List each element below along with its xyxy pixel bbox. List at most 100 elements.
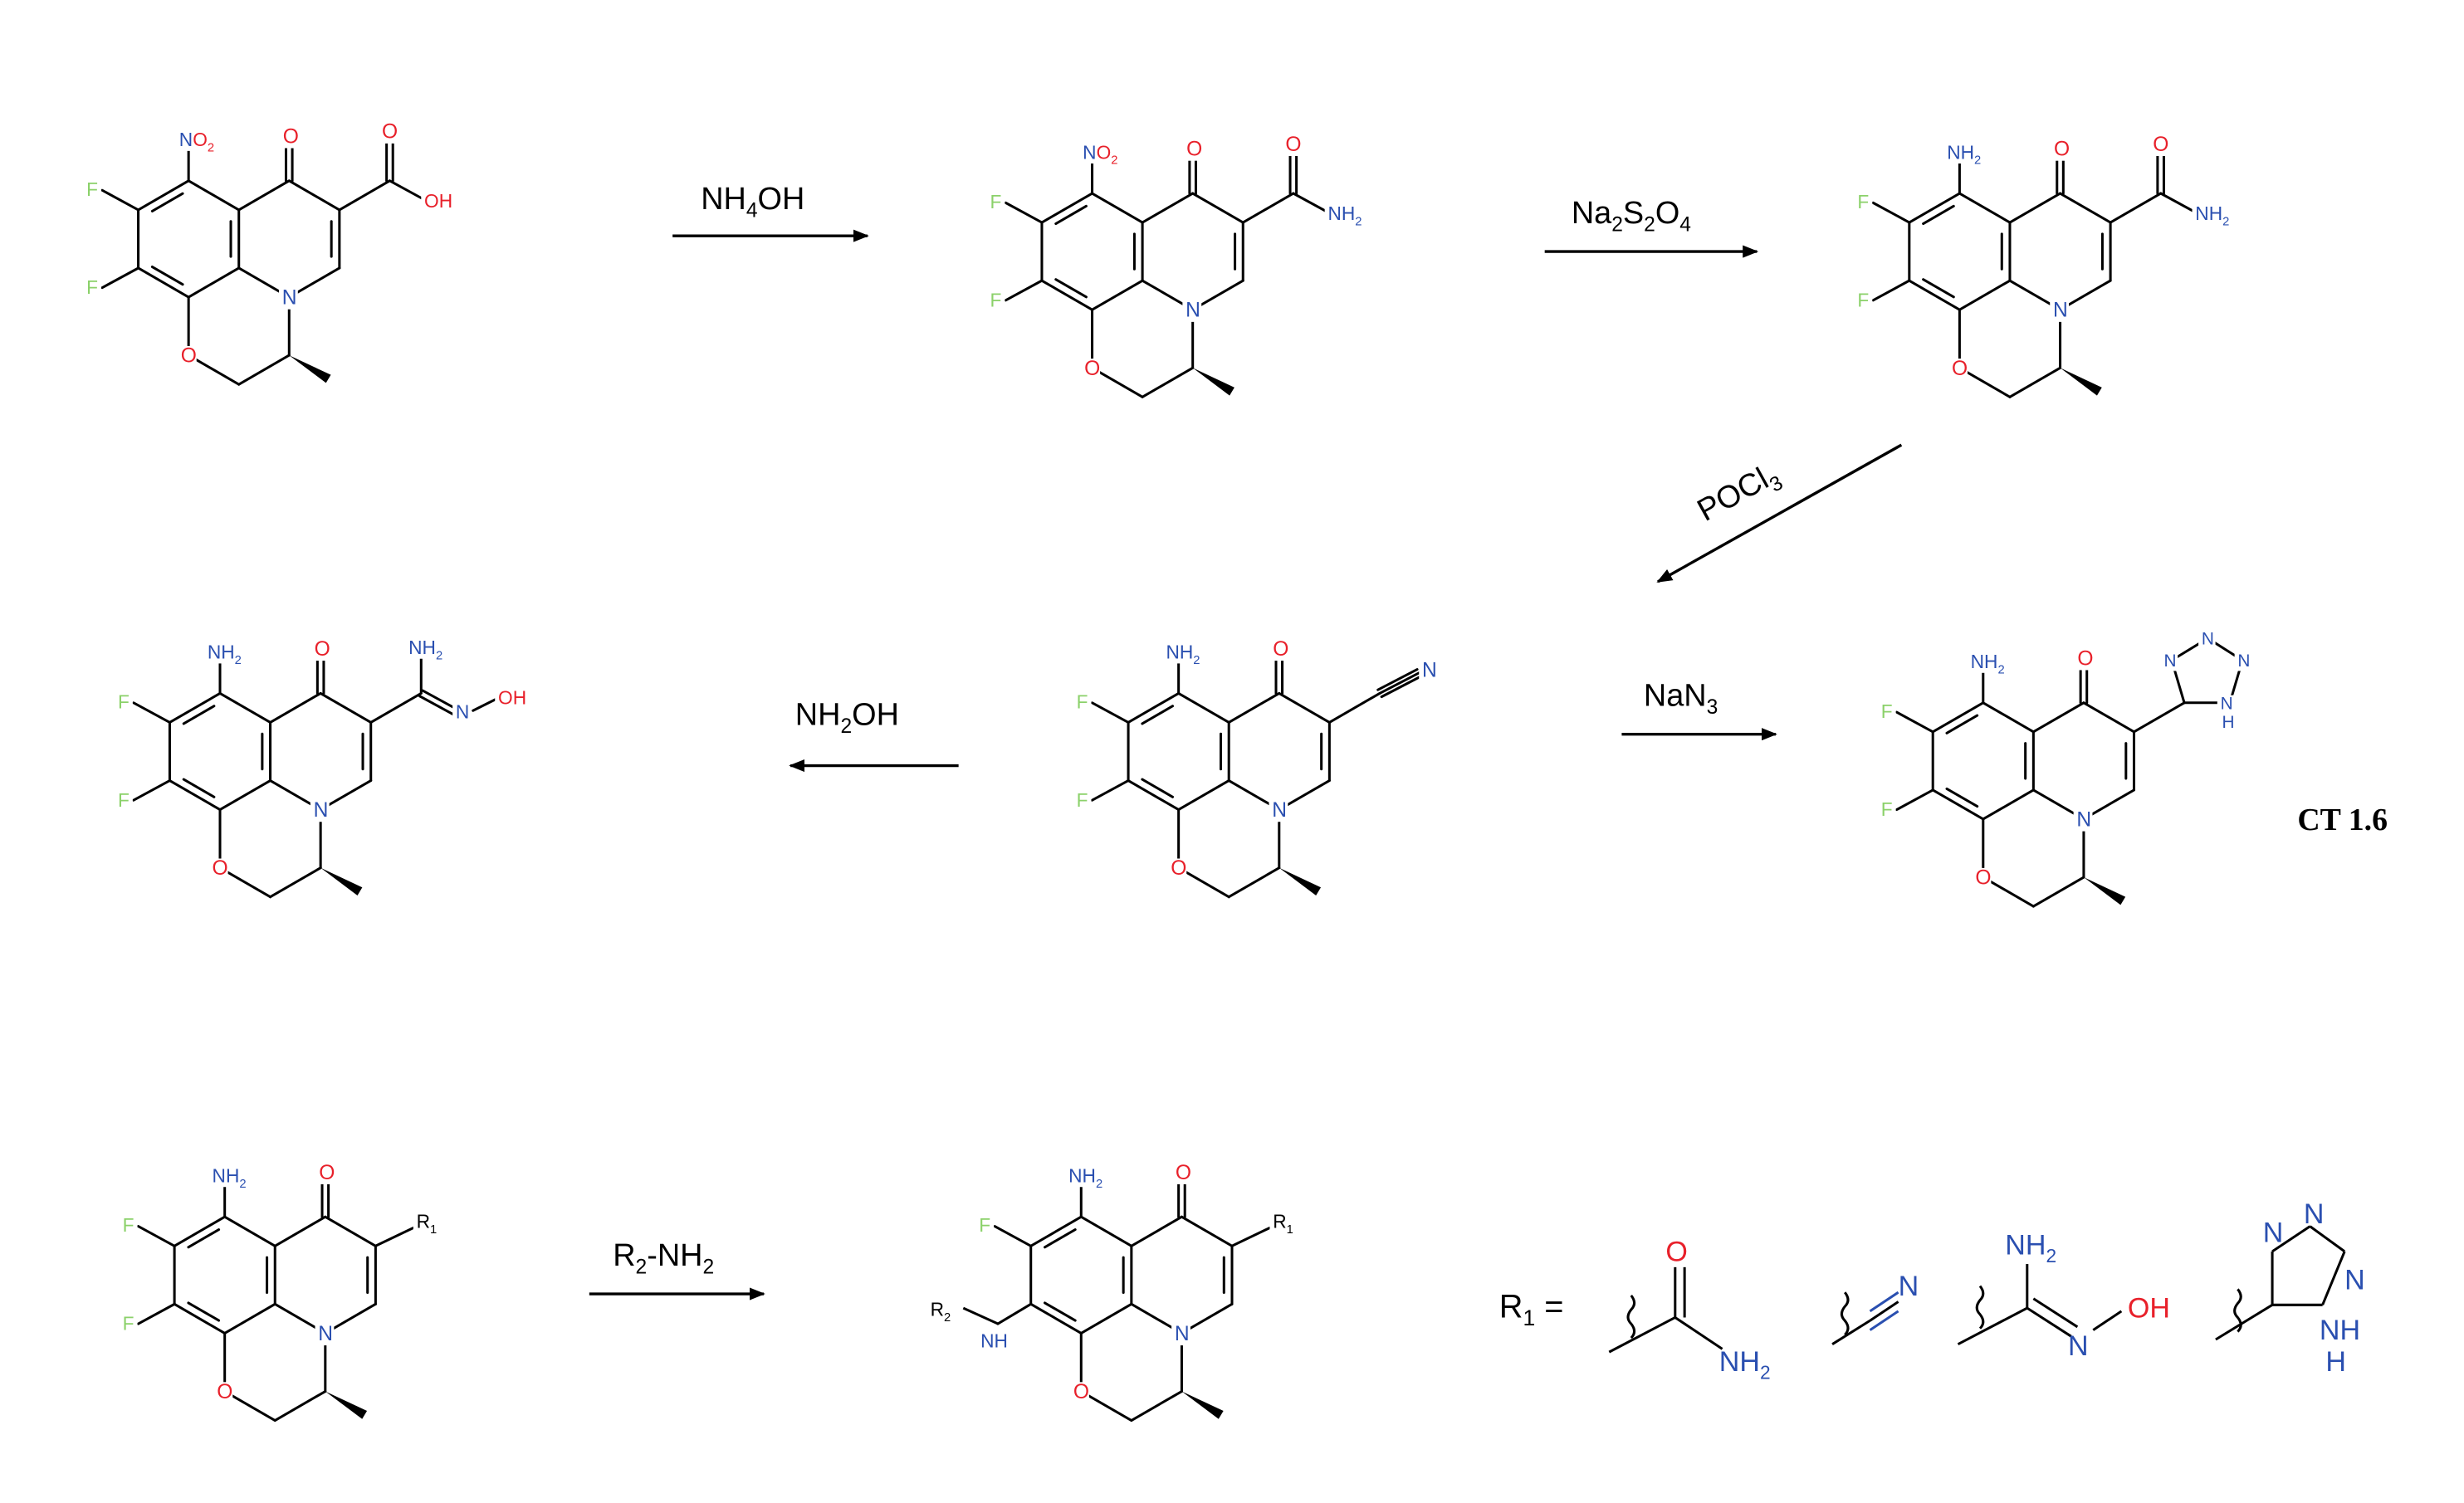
- bond: [1931, 701, 1985, 734]
- bond: [269, 866, 322, 899]
- ring-oxygen-bg: [1070, 1382, 1089, 1404]
- amine-nh-bg: [977, 1332, 1008, 1353]
- bond: [2031, 876, 2085, 908]
- amide-nh2-bg: [1324, 205, 1362, 225]
- fluorine-atom-bg: [986, 291, 1005, 312]
- oxime-oh-bg: [495, 689, 525, 710]
- wedge-bond: [1181, 1391, 1224, 1419]
- double-bond-inner: [150, 265, 184, 286]
- r1-group: R1: [417, 1210, 438, 1236]
- bond: [1327, 691, 1381, 724]
- bond: [173, 1302, 227, 1335]
- fluorine-atom-bg: [986, 193, 1005, 213]
- bond: [324, 1215, 377, 1247]
- fluorine-atom: F: [123, 1214, 134, 1236]
- ketone-oxygen-bg: [1183, 139, 1203, 161]
- attachment-wavy-bond: [1975, 1285, 1985, 1330]
- bond: [1871, 279, 1911, 302]
- fragment-bond: [2309, 1225, 2346, 1253]
- r1-oxime-oh: OH: [2128, 1292, 2170, 1324]
- bond: [1091, 701, 1130, 724]
- bond: [1127, 691, 1181, 724]
- ketone-oxygen: O: [315, 638, 330, 661]
- nitro-group-bg: [1079, 144, 1117, 164]
- r1-equals-label: R1 =: [1499, 1288, 1564, 1330]
- double-bond-inner: [1044, 1228, 1077, 1249]
- ring-nitrogen: N: [314, 799, 329, 822]
- carbonyl-oxygen-bg: [1282, 134, 1302, 157]
- bond: [100, 188, 140, 212]
- tetrazole-n: N: [2202, 630, 2214, 649]
- bond: [1040, 192, 1094, 224]
- bond: [1130, 1389, 1183, 1422]
- r1-tetrazole-nh: NH: [2320, 1315, 2360, 1346]
- bond: [132, 779, 171, 802]
- bond: [1091, 779, 1130, 802]
- fluorine-atom: F: [979, 1214, 990, 1236]
- bond: [1227, 866, 1281, 899]
- hydroxyl-bg: [421, 192, 452, 212]
- r1-amide-oxygen: O: [1665, 1236, 1688, 1267]
- fluorine-atom: F: [1881, 700, 1893, 722]
- bond: [338, 179, 391, 212]
- ketone-oxygen: O: [283, 125, 299, 148]
- r2-group: R2: [931, 1299, 951, 1325]
- bond: [223, 1389, 276, 1422]
- fluorine-atom-bg: [1073, 791, 1092, 812]
- bond: [1230, 1226, 1271, 1247]
- ring-oxygen-bg: [213, 1382, 233, 1404]
- tetrazole-n: N: [2237, 651, 2250, 671]
- ring-oxygen-bg: [1081, 359, 1101, 380]
- bond: [1079, 1302, 1133, 1335]
- bond: [1029, 1302, 1083, 1335]
- double-bond-inner: [1922, 204, 1955, 226]
- double-bond-inner: [150, 192, 184, 212]
- ring-oxygen: O: [1073, 1381, 1089, 1403]
- bond: [1982, 701, 2035, 734]
- fluorine-atom-bg: [119, 1315, 138, 1335]
- amino-group: NH2: [1947, 141, 1981, 167]
- amide-nh2: NH2: [2195, 203, 2229, 228]
- bond: [1141, 366, 1195, 398]
- bond: [1091, 192, 1144, 224]
- bond: [137, 1302, 176, 1325]
- ketone-oxygen-bg: [310, 639, 330, 661]
- carbonyl-oxygen: O: [1285, 134, 1301, 156]
- fluorine-atom: F: [990, 289, 1002, 310]
- ketone-oxygen: O: [2054, 139, 2070, 161]
- wedge-bond: [289, 355, 331, 383]
- nitro-group: NO2: [1083, 141, 1117, 167]
- bond: [168, 779, 222, 812]
- nitrile-nitrogen-bg: [1419, 660, 1439, 682]
- ring-oxygen: O: [181, 345, 197, 368]
- bond: [1029, 1215, 1083, 1247]
- bond: [2132, 701, 2186, 734]
- ring-oxygen: O: [213, 857, 228, 880]
- ring-oxygen: O: [217, 1381, 232, 1403]
- amide-nh2-bg: [2192, 205, 2229, 225]
- ring-nitrogen: N: [1186, 300, 1200, 322]
- bond: [1895, 788, 1934, 812]
- double-bond-inner: [1141, 705, 1175, 725]
- bond: [2109, 192, 2163, 224]
- bond: [2008, 366, 2062, 398]
- fluorine-atom: F: [990, 191, 1002, 212]
- wedge-bond: [325, 1391, 368, 1419]
- double-bond-inner: [1044, 1301, 1077, 1322]
- ketone-oxygen-bg: [1172, 1163, 1191, 1184]
- reagent-na2s2o4: Na2S2O4: [1572, 196, 1691, 236]
- reagent-pocl3: POCl3: [1692, 456, 1787, 534]
- fragment-bond: [1869, 1291, 1899, 1313]
- reagent-r2nh2: R2-NH2: [613, 1238, 714, 1278]
- fluorine-atom: F: [86, 178, 98, 200]
- double-bond: [421, 689, 459, 711]
- fragment-bond: [1831, 1319, 1871, 1345]
- amino-group-bg: [1065, 1167, 1102, 1188]
- fluorine-atom-bg: [83, 279, 101, 299]
- ring-nitrogen-bg: [1269, 800, 1288, 822]
- molecules: ONONO2FFOOHONONO2FFONH2ONONH2FFONH2ONONH…: [83, 121, 2252, 1422]
- bond: [137, 179, 190, 212]
